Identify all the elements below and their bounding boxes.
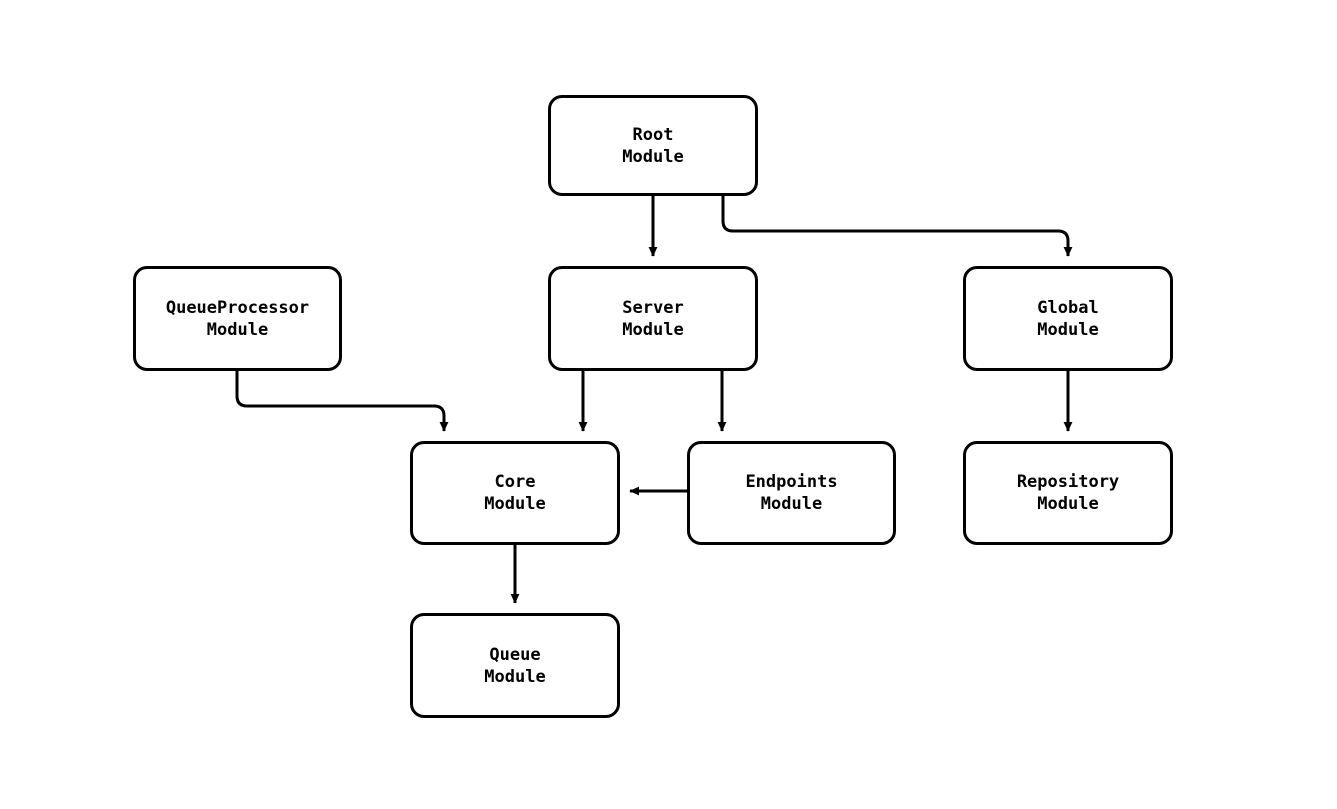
node-core[interactable]: Core Module <box>410 441 620 545</box>
node-repository-label: Repository Module <box>1016 472 1120 514</box>
node-endpoints[interactable]: Endpoints Module <box>687 441 896 545</box>
node-root[interactable]: Root Module <box>548 95 758 196</box>
node-server[interactable]: Server Module <box>548 266 758 371</box>
node-queueprocessor-label: QueueProcessor Module <box>165 297 310 340</box>
edge-queueprocessor-to-core <box>235 371 449 432</box>
node-root-label: Root Module <box>622 124 684 167</box>
node-global[interactable]: Global Module <box>963 266 1173 371</box>
node-server-label: Server Module <box>622 297 684 340</box>
node-core-label: Core Module <box>484 472 546 514</box>
node-queue[interactable]: Queue Module <box>410 613 620 718</box>
node-global-label: Global Module <box>1037 297 1099 340</box>
edge-root-to-global <box>721 196 1073 257</box>
node-endpoints-label: Endpoints Module <box>745 472 838 514</box>
node-repository[interactable]: Repository Module <box>963 441 1173 545</box>
node-queueprocessor[interactable]: QueueProcessor Module <box>133 266 342 371</box>
edges-group <box>235 196 1073 604</box>
node-queue-label: Queue Module <box>484 644 546 687</box>
